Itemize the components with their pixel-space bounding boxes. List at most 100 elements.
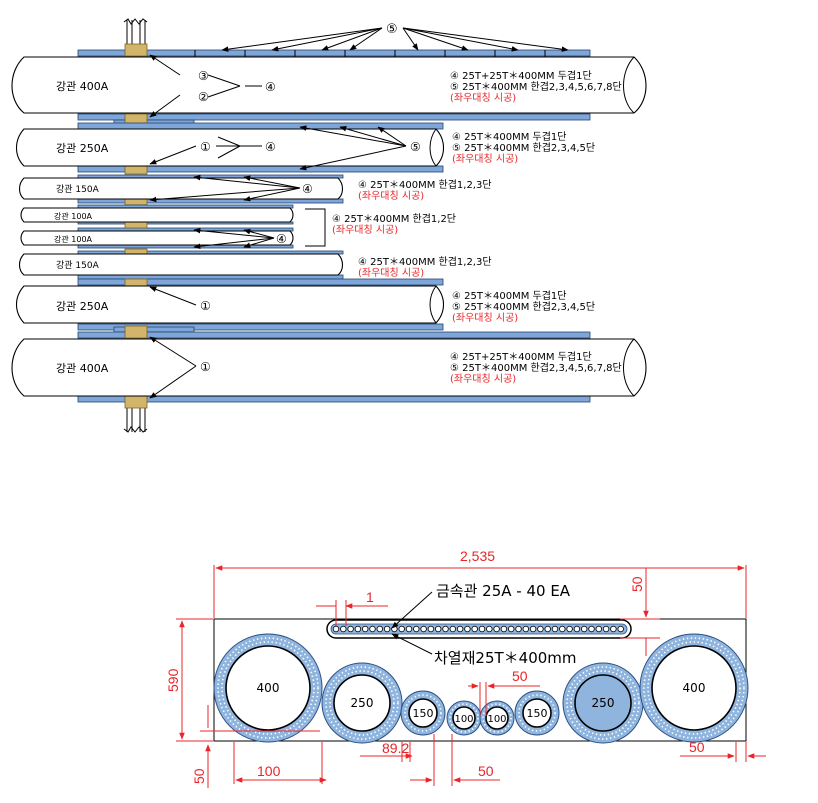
metal-tube bbox=[537, 625, 544, 633]
metal-tube bbox=[493, 625, 500, 633]
dimensions: 2,535 590 50 50 1 bbox=[165, 548, 766, 788]
dim-left-offset: 100 bbox=[257, 763, 281, 779]
note-line-3: (좌우대칭 시공) bbox=[332, 224, 398, 236]
pipe-label: 강관 150A bbox=[56, 260, 100, 271]
pipe-circle-100-left: 100 bbox=[446, 700, 482, 736]
metal-tube-label: 금속관 25A - 40 EA bbox=[436, 582, 571, 600]
metal-tube bbox=[602, 625, 610, 633]
pipe-label: 강관 250A bbox=[56, 300, 109, 313]
pipe-label: 강관 150A bbox=[56, 184, 100, 195]
metal-tube bbox=[559, 625, 566, 633]
pipe-label: 강관 400A bbox=[56, 362, 109, 375]
pipe-label: 강관 400A bbox=[56, 80, 109, 93]
pipe-size-label: 400 bbox=[257, 681, 280, 695]
callout-4: ④ bbox=[265, 140, 276, 154]
note-line-2: ⑤ 25T＊400MM 한겹2,3,4,5단 bbox=[452, 301, 595, 313]
note-line-2: ⑤ 25T＊400MM 한겹2,3,4,5,6,7,8단 bbox=[450, 362, 622, 374]
metal-tube bbox=[573, 625, 581, 633]
metal-tube bbox=[435, 625, 442, 633]
note-line-3: (좌우대칭 시공) bbox=[452, 312, 518, 324]
insulation-label: 차열재25T＊400mm bbox=[434, 649, 577, 667]
metal-tube bbox=[354, 625, 362, 633]
callout-1: ① bbox=[200, 299, 211, 313]
pipe-row-150a-top: 강관 150A ④ ④ 25T＊400MM 한겹1,2,3단 (좌우대칭 시공) bbox=[18, 174, 492, 206]
metal-tube bbox=[471, 625, 478, 633]
metal-tube bbox=[588, 625, 595, 633]
callout-3: ③ bbox=[198, 69, 209, 83]
dim-top-gap: 50 bbox=[629, 576, 645, 592]
note-line-1: ④ 25T＊400MM 한겹1,2,3단 bbox=[358, 256, 492, 268]
pipe-row-400a-bottom: 강관 400A ① ④ 25T+25T＊400MM 두겹1단 ⑤ 25T＊400… bbox=[11, 325, 647, 409]
note-line-3: (좌우대칭 시공) bbox=[452, 153, 518, 165]
metal-tube bbox=[595, 625, 602, 633]
dim-bottom-gap: 50 bbox=[191, 768, 207, 784]
metal-tube bbox=[486, 625, 493, 633]
pipe-row-250a-bottom: 강관 250A ① ④ 25T＊400MM 두겹1단 ⑤ 25T＊400MM 한… bbox=[15, 278, 595, 331]
pipe-row-100a-pair: 강관 100A 강관 100A ④ ④ 25T＊400MM 한겹1,2단 (좌우… bbox=[20, 204, 456, 250]
callout-4: ④ bbox=[265, 80, 276, 94]
metal-tube bbox=[566, 625, 573, 633]
metal-tube bbox=[456, 625, 464, 633]
metal-tube bbox=[464, 625, 471, 633]
pipe-circle-400-right: 400 bbox=[639, 633, 749, 743]
pipe-size-label: 400 bbox=[683, 681, 706, 695]
pipe-circle-150-right: 150 bbox=[514, 690, 560, 736]
dim-height: 590 bbox=[165, 668, 181, 692]
section-view: 강관 400A ③ ④ ② ④ 25T+25T＊400MM 두겹1단 ⑤ 25T… bbox=[11, 18, 647, 433]
pipe-row-150a-bottom: 강관 150A ④ 25T＊400MM 한겹1,2,3단 (좌우대칭 시공) bbox=[18, 248, 492, 280]
metal-tube bbox=[347, 625, 354, 633]
pipe-row-250a-top: 강관 250A ① ④ ⑤ ④ 25T＊400MM 두겹1단 ⑤ 25T＊400… bbox=[15, 122, 595, 175]
metal-tube bbox=[420, 625, 427, 633]
note-line-1: ④ 25T＊400MM 한겹1,2,3단 bbox=[358, 179, 492, 191]
metal-tube bbox=[449, 625, 456, 633]
pipe-circle-100-right: 100 bbox=[479, 700, 515, 736]
metal-tube bbox=[369, 625, 376, 633]
pipe-circle-250-right: 250 bbox=[562, 662, 644, 744]
note-line-2: ⑤ 25T＊400MM 한겹2,3,4,5단 bbox=[452, 142, 595, 154]
pipe-circle-150-left: 150 bbox=[400, 690, 446, 736]
note-line-1: ④ 25T＊400MM 한겹1,2단 bbox=[332, 213, 456, 225]
metal-tube bbox=[500, 625, 508, 633]
pipe-circles: 400 250 150 100 bbox=[213, 633, 749, 744]
note-line-1: ④ 25T+25T＊400MM 두겹1단 bbox=[450, 70, 592, 82]
dim-total-width: 2,535 bbox=[460, 548, 495, 564]
metal-tube bbox=[340, 625, 347, 633]
metal-tube bbox=[544, 625, 551, 633]
callout-1: ① bbox=[200, 360, 211, 374]
dim-gap-50-a: 50 bbox=[478, 763, 494, 779]
callout-4: ④ bbox=[302, 182, 313, 196]
metal-tube-strip bbox=[326, 619, 632, 639]
pipe-circle-400-left: 400 bbox=[213, 633, 323, 743]
metal-tube bbox=[442, 625, 449, 633]
note-line-2: ⑤ 25T＊400MM 한겹2,3,4,5,6,7,8단 bbox=[450, 81, 622, 93]
note-line-1: ④ 25T+25T＊400MM 두겹1단 bbox=[450, 351, 592, 363]
callout-5: ⑤ bbox=[386, 22, 398, 37]
pipe-row-400a-top: 강관 400A ③ ④ ② ④ 25T+25T＊400MM 두겹1단 ⑤ 25T… bbox=[11, 43, 647, 127]
metal-tube bbox=[478, 625, 486, 633]
metal-tube bbox=[383, 625, 391, 633]
pipe-circle-250-left: 250 bbox=[321, 662, 403, 744]
pipe-size-label: 250 bbox=[351, 696, 374, 710]
metal-tube bbox=[398, 625, 405, 633]
dim-gap-50-b: 50 bbox=[512, 668, 528, 684]
note-line-3: (좌우대칭 시공) bbox=[358, 190, 424, 202]
pipe-label: 강관 250A bbox=[56, 142, 109, 155]
note-line-1: ④ 25T＊400MM 두겹1단 bbox=[452, 290, 566, 302]
metal-tube bbox=[529, 625, 537, 633]
metal-tube bbox=[581, 625, 588, 633]
metal-tube bbox=[617, 625, 624, 633]
metal-tube bbox=[362, 625, 369, 633]
metal-tube bbox=[515, 625, 522, 633]
metal-tube bbox=[376, 625, 383, 633]
callout-5-top: ⑤ bbox=[221, 22, 569, 52]
dim-right-gap: 50 bbox=[689, 739, 705, 755]
pipe-size-label: 150 bbox=[413, 707, 434, 720]
callout-4: ④ bbox=[276, 232, 287, 246]
pipe-size-label: 150 bbox=[527, 707, 548, 720]
pipe-label: 강관 100A bbox=[54, 234, 93, 244]
callout-1: ① bbox=[200, 140, 211, 154]
metal-tube bbox=[332, 625, 340, 633]
pipe-size-label: 250 bbox=[592, 696, 615, 710]
metal-tube bbox=[508, 625, 515, 633]
plan-labels: 금속관 25A - 40 EA 차열재25T＊400mm bbox=[391, 582, 577, 667]
